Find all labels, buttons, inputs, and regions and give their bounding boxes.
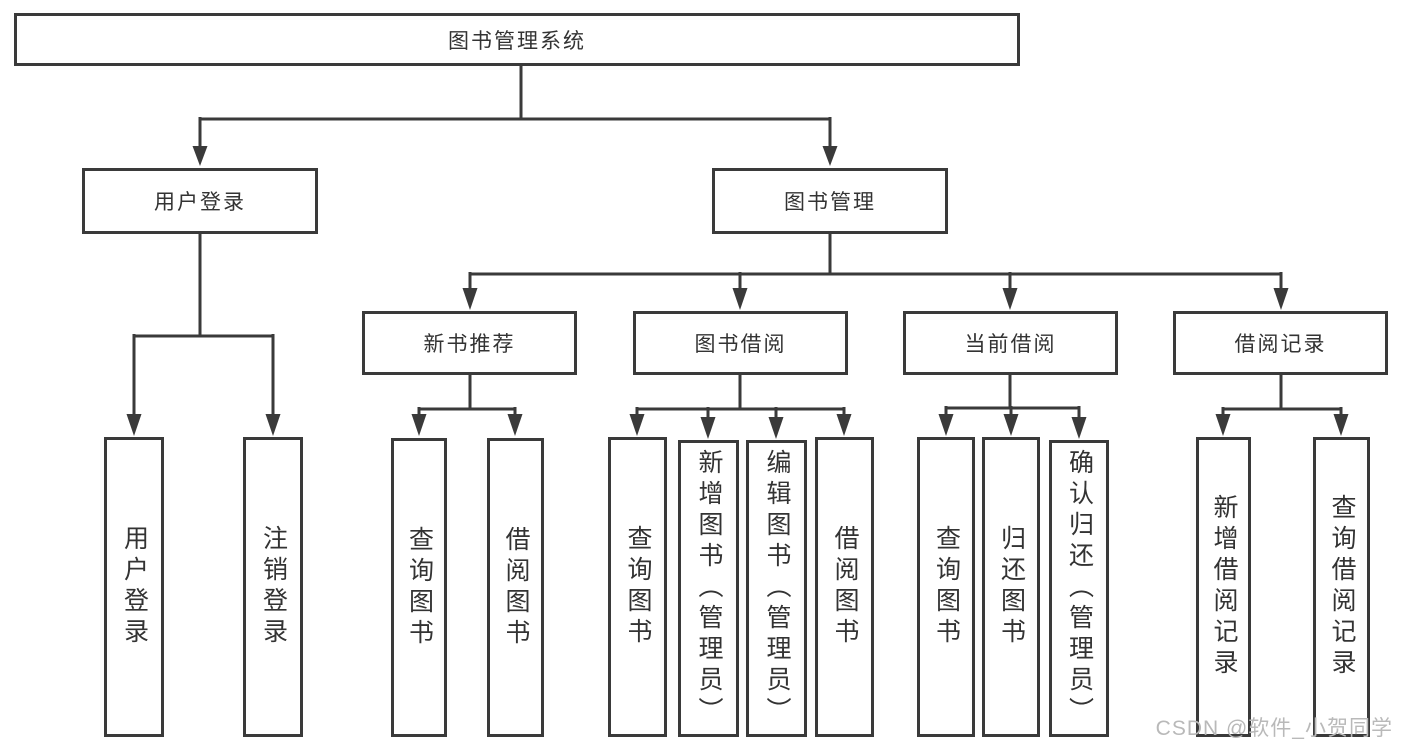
connector-borrow-records	[1215, 375, 1349, 436]
connector-root	[192, 66, 838, 166]
connector-book-borrow	[629, 375, 852, 439]
leaf-user-login: 用户登录	[104, 437, 164, 737]
node-current-borrow: 当前借阅	[903, 311, 1118, 375]
leaf-current-query: 查询图书	[917, 437, 975, 737]
leaf-newbooks-borrow: 借阅图书	[487, 438, 544, 737]
node-borrow-records: 借阅记录	[1173, 311, 1388, 375]
connector-user-login	[126, 234, 281, 436]
node-root-title: 图书管理系统	[14, 13, 1020, 66]
leaf-current-confirm-admin: 确认归还（管理员）	[1049, 440, 1109, 737]
node-book-borrow: 图书借阅	[633, 311, 848, 375]
leaf-borrow-query: 查询图书	[608, 437, 667, 737]
leaf-current-return: 归还图书	[982, 437, 1040, 737]
leaf-newbooks-query: 查询图书	[391, 438, 447, 737]
leaf-logout: 注销登录	[243, 437, 303, 737]
leaf-borrow-add-admin: 新增图书（管理员）	[678, 440, 739, 737]
node-new-books: 新书推荐	[362, 311, 577, 375]
leaf-records-add: 新增借阅记录	[1196, 437, 1251, 737]
node-user-login: 用户登录	[82, 168, 318, 234]
connector-new-books	[411, 375, 523, 436]
leaf-records-query: 查询借阅记录	[1313, 437, 1370, 737]
leaf-borrow-edit-admin: 编辑图书（管理员）	[746, 440, 807, 737]
leaf-borrow-borrow: 借阅图书	[815, 437, 874, 737]
node-book-mgmt: 图书管理	[712, 168, 948, 234]
connector-current-borrow	[938, 375, 1087, 439]
csdn-watermark: CSDN @软件_小贺同学	[1155, 717, 1393, 740]
connector-book-mgmt	[462, 234, 1289, 310]
